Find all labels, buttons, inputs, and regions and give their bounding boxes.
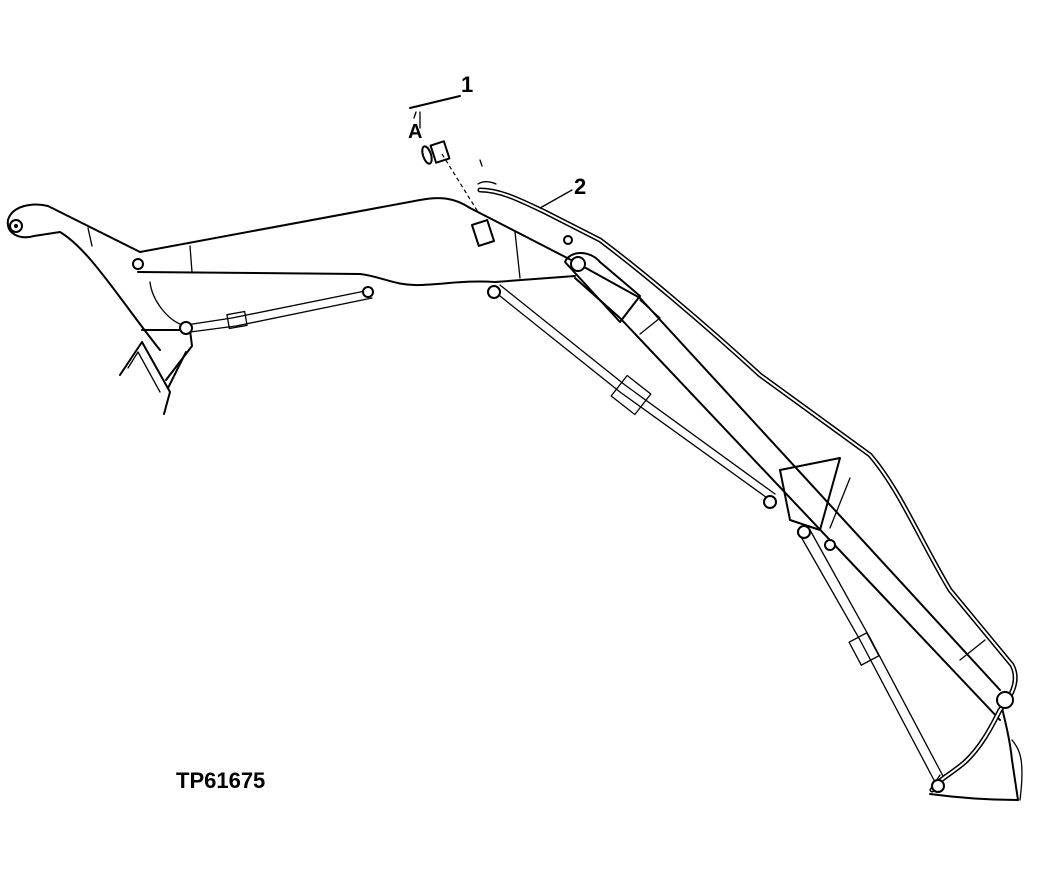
callout-2-label: 2: [574, 174, 586, 199]
part-number-label: TP61675: [176, 768, 265, 793]
bucket-cylinder: [799, 529, 945, 783]
boom: [6, 197, 576, 415]
callout-2-leader: [539, 189, 573, 209]
arm-cylinder: [494, 284, 776, 501]
callout-a-label: A: [408, 121, 422, 143]
callout-1-label: 1: [461, 72, 473, 97]
boom-cylinder: [185, 289, 373, 333]
pivot-pins: [9, 219, 1014, 793]
fitting-parts: [409, 95, 496, 247]
hose-line: [477, 181, 1018, 793]
arm: [564, 252, 1023, 801]
